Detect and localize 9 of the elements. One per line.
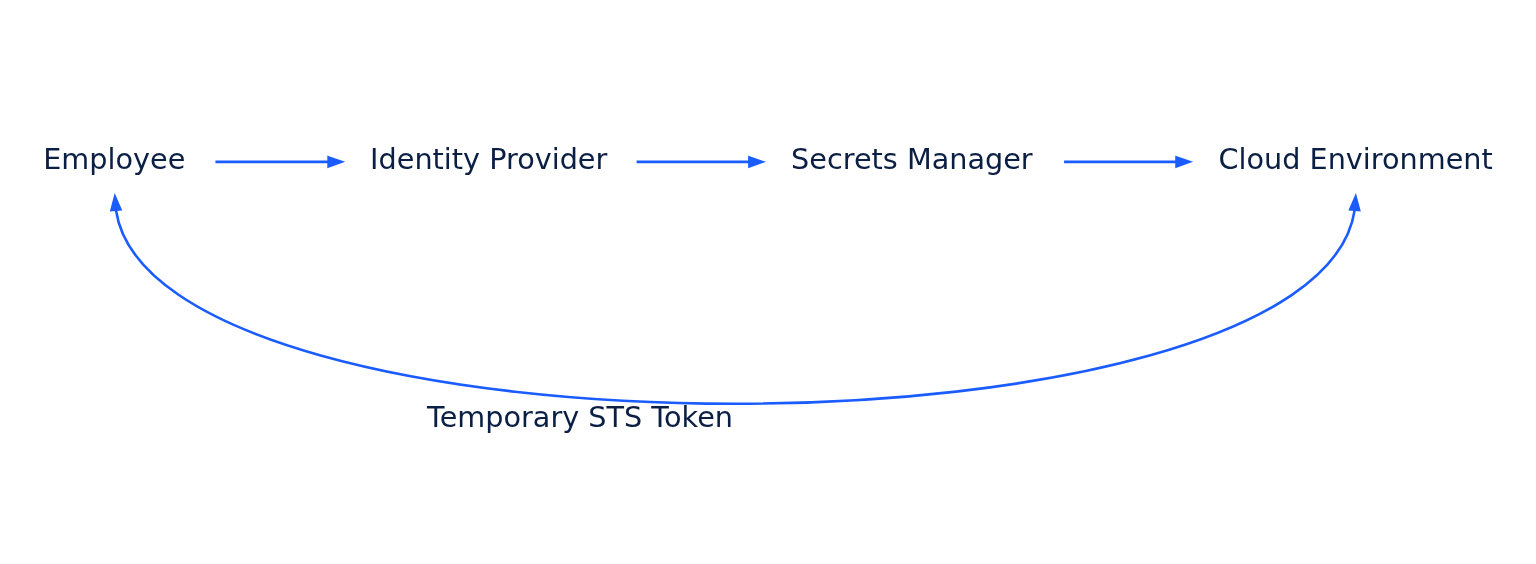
arrow (636, 155, 766, 169)
arrow (215, 155, 346, 169)
node-text: Cloud Environment (1218, 141, 1493, 176)
node-text: Employee (43, 141, 186, 176)
node-text: Secrets Manager (791, 141, 1033, 176)
edge-label: Temporary STS Token (427, 399, 733, 434)
node-text: Identity Provider (370, 141, 608, 176)
arrow (1064, 155, 1194, 169)
arrow (109, 193, 1361, 405)
